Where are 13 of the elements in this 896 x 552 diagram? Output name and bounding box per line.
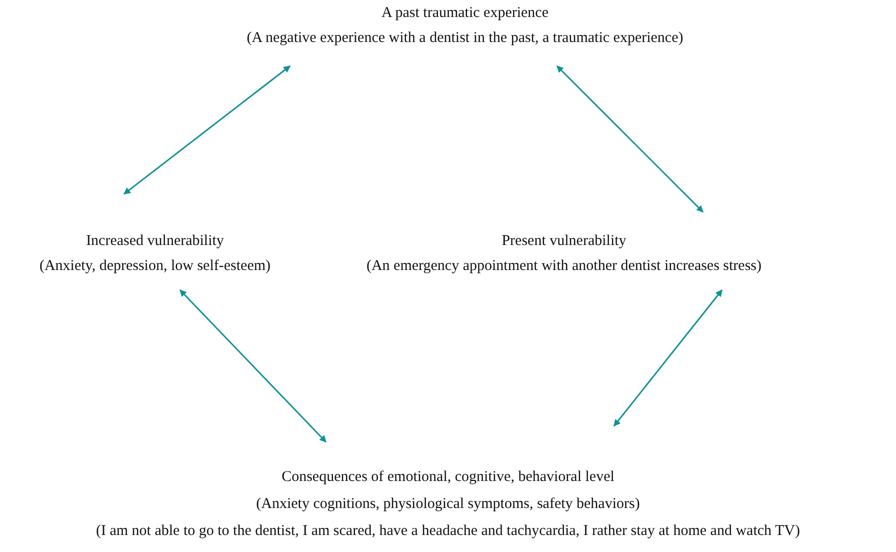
node-description: (I am not able to go to the dentist, I am scared, have a headache and tachycardia, I rather stay at home and watch TV): [96, 522, 800, 541]
node-heading: Increased vulnerability: [86, 232, 224, 251]
node-description: (A negative experience with a dentist in the past, a traumatic experience): [246, 29, 684, 48]
node-heading: Present vulnerability: [502, 232, 626, 251]
node-description: (Anxiety, depression, low self-esteem): [39, 257, 271, 276]
double-arrow: [613, 289, 723, 427]
node-heading: A past traumatic experience: [381, 4, 548, 23]
node-description: (An emergency appointment with another dentist increases stress): [366, 257, 762, 276]
double-arrow: [123, 65, 291, 195]
double-arrow: [179, 289, 327, 443]
node-heading: Consequences of emotional, cognitive, behavioral level: [282, 468, 614, 487]
double-arrow: [556, 65, 704, 213]
node-description: (Anxiety cognitions, physiological symptoms, safety behaviors): [256, 495, 640, 514]
